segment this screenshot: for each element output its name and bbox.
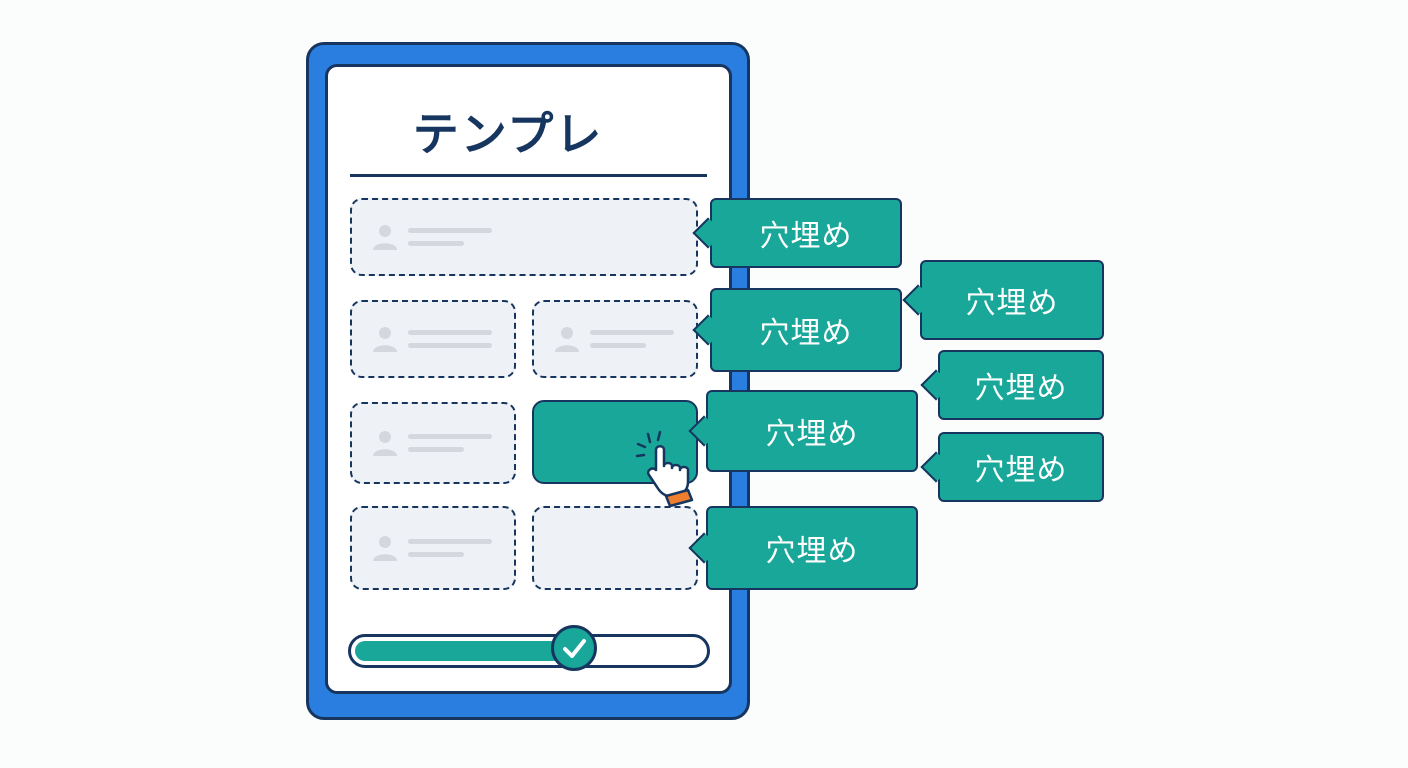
progress-knob[interactable]	[551, 625, 597, 671]
fill-in-tag-1[interactable]: 穴埋め	[692, 198, 902, 268]
tag-label: 穴埋め	[965, 286, 1059, 321]
placeholder-lines	[408, 330, 492, 348]
tag-pointer	[920, 451, 952, 483]
person-icon	[373, 225, 397, 250]
title-divider	[350, 174, 707, 177]
person-icon	[373, 431, 397, 456]
placeholder-lines	[408, 228, 492, 246]
fill-in-tag-2[interactable]: 穴埋め	[692, 288, 902, 372]
tag-label: 穴埋め	[765, 534, 859, 569]
pointer-hand-icon	[635, 430, 694, 508]
placeholder-lines	[590, 330, 674, 348]
tag-label: 穴埋め	[759, 316, 853, 351]
fill-in-tag-4[interactable]: 穴埋め	[688, 506, 918, 590]
progress-bar	[348, 625, 710, 671]
tag-pointer	[902, 284, 934, 316]
template-slot-4[interactable]	[350, 402, 516, 484]
person-icon	[555, 327, 579, 352]
template-slot-2[interactable]	[350, 300, 516, 378]
placeholder-lines	[408, 434, 492, 452]
person-icon	[373, 327, 397, 352]
fill-in-tag-5[interactable]: 穴埋め	[902, 260, 1104, 340]
tag-label: 穴埋め	[974, 371, 1068, 406]
tag-label: 穴埋め	[974, 453, 1068, 488]
check-icon	[563, 639, 586, 658]
placeholder-lines	[408, 539, 492, 557]
tag-label: 穴埋め	[759, 219, 853, 254]
template-slot-7[interactable]	[532, 506, 698, 590]
tag-label: 穴埋め	[765, 417, 859, 452]
person-icon	[373, 536, 397, 561]
fill-in-tag-6[interactable]: 穴埋め	[920, 350, 1104, 420]
progress-fill	[355, 641, 574, 661]
template-slot-3[interactable]	[532, 300, 698, 378]
template-slot-1[interactable]	[350, 198, 698, 276]
fill-in-tag-7[interactable]: 穴埋め	[920, 432, 1104, 502]
fill-in-tag-3[interactable]: 穴埋め	[688, 390, 918, 472]
template-title: テンプレ	[412, 107, 604, 161]
template-slot-6[interactable]	[350, 506, 516, 590]
tag-pointer	[920, 369, 952, 401]
